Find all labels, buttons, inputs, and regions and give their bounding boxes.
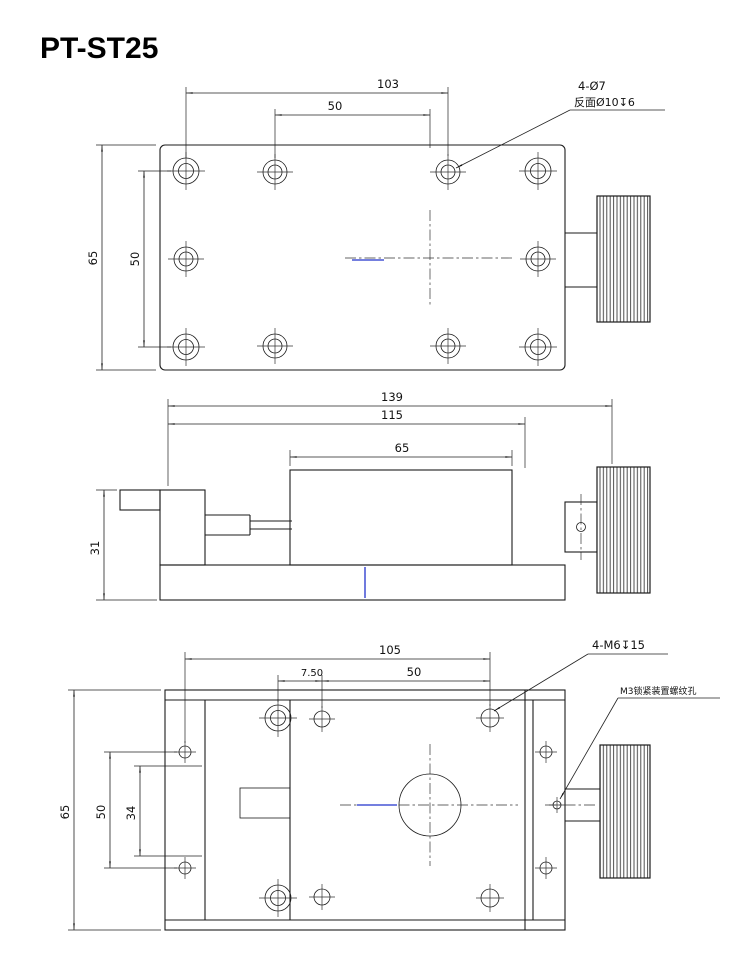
dim-139: 139 xyxy=(381,390,403,404)
bottom-view: 105 7.50 50 65 50 34 4-M6↧15 xyxy=(58,638,720,931)
slider-block-side xyxy=(289,469,513,566)
dim-65-side: 65 xyxy=(395,441,410,455)
top-view: 103 50 65 50 4-Ø7 反面Ø10↧6 xyxy=(86,77,665,371)
left-bracket xyxy=(159,489,206,566)
dim-7-50: 7.50 xyxy=(301,668,323,679)
stage-plate-bottom xyxy=(164,689,566,931)
side-view: 139 115 65 31 xyxy=(88,390,651,601)
dim-31: 31 xyxy=(88,541,102,556)
dim-50-top-bottomview: 50 xyxy=(407,665,422,679)
adjustment-knob-bottom xyxy=(599,744,651,879)
bottom-view-holes xyxy=(174,699,565,917)
page-title: PT-ST25 xyxy=(40,32,158,65)
top-view-outline xyxy=(159,144,651,371)
adjustment-knob-side xyxy=(596,466,651,594)
side-view-dimensions: 139 115 65 31 xyxy=(88,390,613,601)
top-view-dimensions: 103 50 65 50 xyxy=(86,77,449,371)
dim-34: 34 xyxy=(124,806,138,821)
callout-hole-spec-line1: 4-Ø7 xyxy=(578,79,606,93)
dim-50-left: 50 xyxy=(128,252,142,267)
dim-50-top: 50 xyxy=(328,99,343,113)
bottom-view-centerlines xyxy=(340,744,598,866)
callout-hole-spec-line2: 反面Ø10↧6 xyxy=(574,96,635,109)
dim-65-bottomview: 65 xyxy=(58,805,72,820)
top-view-holes xyxy=(167,152,557,366)
dim-105: 105 xyxy=(379,643,401,657)
top-view-callout: 4-Ø7 反面Ø10↧6 xyxy=(455,79,665,169)
base-plate-side xyxy=(159,564,566,601)
adjustment-knob-top xyxy=(596,195,651,323)
bottom-view-callouts: 4-M6↧15 M3锁紧装置螺纹孔 xyxy=(493,638,720,800)
side-view-outline xyxy=(119,466,651,601)
dim-115: 115 xyxy=(381,408,403,422)
dim-50-left-bottomview: 50 xyxy=(94,805,108,820)
stage-plate-top xyxy=(159,144,566,371)
left-ledge xyxy=(119,489,161,511)
bottom-view-outline xyxy=(164,689,651,931)
dim-65-left: 65 xyxy=(86,251,100,266)
callout-m6: 4-M6↧15 xyxy=(592,638,645,652)
dim-103: 103 xyxy=(377,77,399,91)
bottom-view-dimensions: 105 7.50 50 65 50 34 xyxy=(58,643,491,931)
callout-m3-lock: M3锁紧装置螺纹孔 xyxy=(620,685,697,697)
top-view-centerlines xyxy=(345,210,515,306)
rail-notch xyxy=(239,787,291,819)
